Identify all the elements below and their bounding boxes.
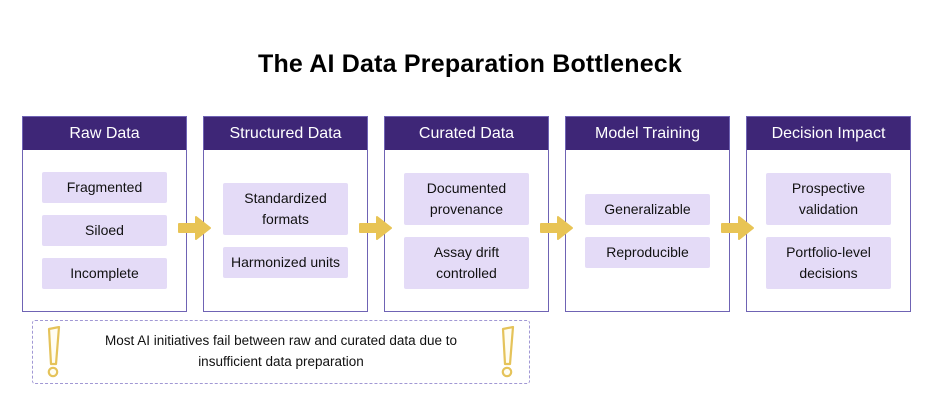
stage-body: Standardized formats Harmonized units	[204, 150, 367, 311]
attribute-chip: Portfolio-level decisions	[766, 236, 891, 289]
page-title: The AI Data Preparation Bottleneck	[257, 50, 683, 78]
stage-body: Prospective validation Portfolio-level d…	[747, 150, 910, 311]
stage-column-decision-impact: Decision Impact Prospective validation P…	[746, 116, 911, 312]
attribute-chip: Fragmented	[42, 172, 167, 203]
exclamation-icon	[45, 325, 63, 378]
stage-column-raw-data: Raw Data Fragmented Siloed Incomplete	[22, 116, 187, 312]
arrow-right-icon	[721, 213, 755, 243]
attribute-chip: Harmonized units	[223, 247, 348, 278]
stage-column-structured-data: Structured Data Standardized formats Har…	[203, 116, 368, 312]
stage-row: Raw Data Fragmented Siloed Incomplete St…	[22, 116, 911, 312]
note-text: Most AI initiatives fail between raw and…	[105, 333, 457, 369]
stage-body: Generalizable Reproducible	[566, 150, 729, 311]
attribute-chip: Prospective validation	[766, 172, 891, 225]
stage-header: Decision Impact	[747, 117, 910, 150]
stage-body: Fragmented Siloed Incomplete	[23, 150, 186, 311]
arrow-right-icon	[540, 213, 574, 243]
stage-header: Curated Data	[385, 117, 548, 150]
stage-column-model-training: Model Training Generalizable Reproducibl…	[565, 116, 730, 312]
attribute-chip: Siloed	[42, 215, 167, 246]
arrow-right-icon	[359, 213, 393, 243]
note-box: Most AI initiatives fail between raw and…	[32, 320, 530, 384]
stage-body: Documented provenance Assay drift contro…	[385, 150, 548, 311]
attribute-chip: Standardized formats	[223, 183, 348, 235]
attribute-chip: Incomplete	[42, 258, 167, 289]
attribute-chip: Generalizable	[585, 193, 710, 225]
exclamation-icon	[499, 325, 517, 378]
arrow-right-icon	[178, 213, 212, 243]
attribute-chip: Documented provenance	[404, 172, 529, 225]
stage-column-curated-data: Curated Data Documented provenance Assay…	[384, 116, 549, 312]
stage-header: Raw Data	[23, 117, 186, 150]
attribute-chip: Assay drift controlled	[404, 236, 529, 289]
stage-header: Model Training	[566, 117, 729, 150]
stage-header: Structured Data	[204, 117, 367, 150]
attribute-chip: Reproducible	[585, 236, 710, 268]
